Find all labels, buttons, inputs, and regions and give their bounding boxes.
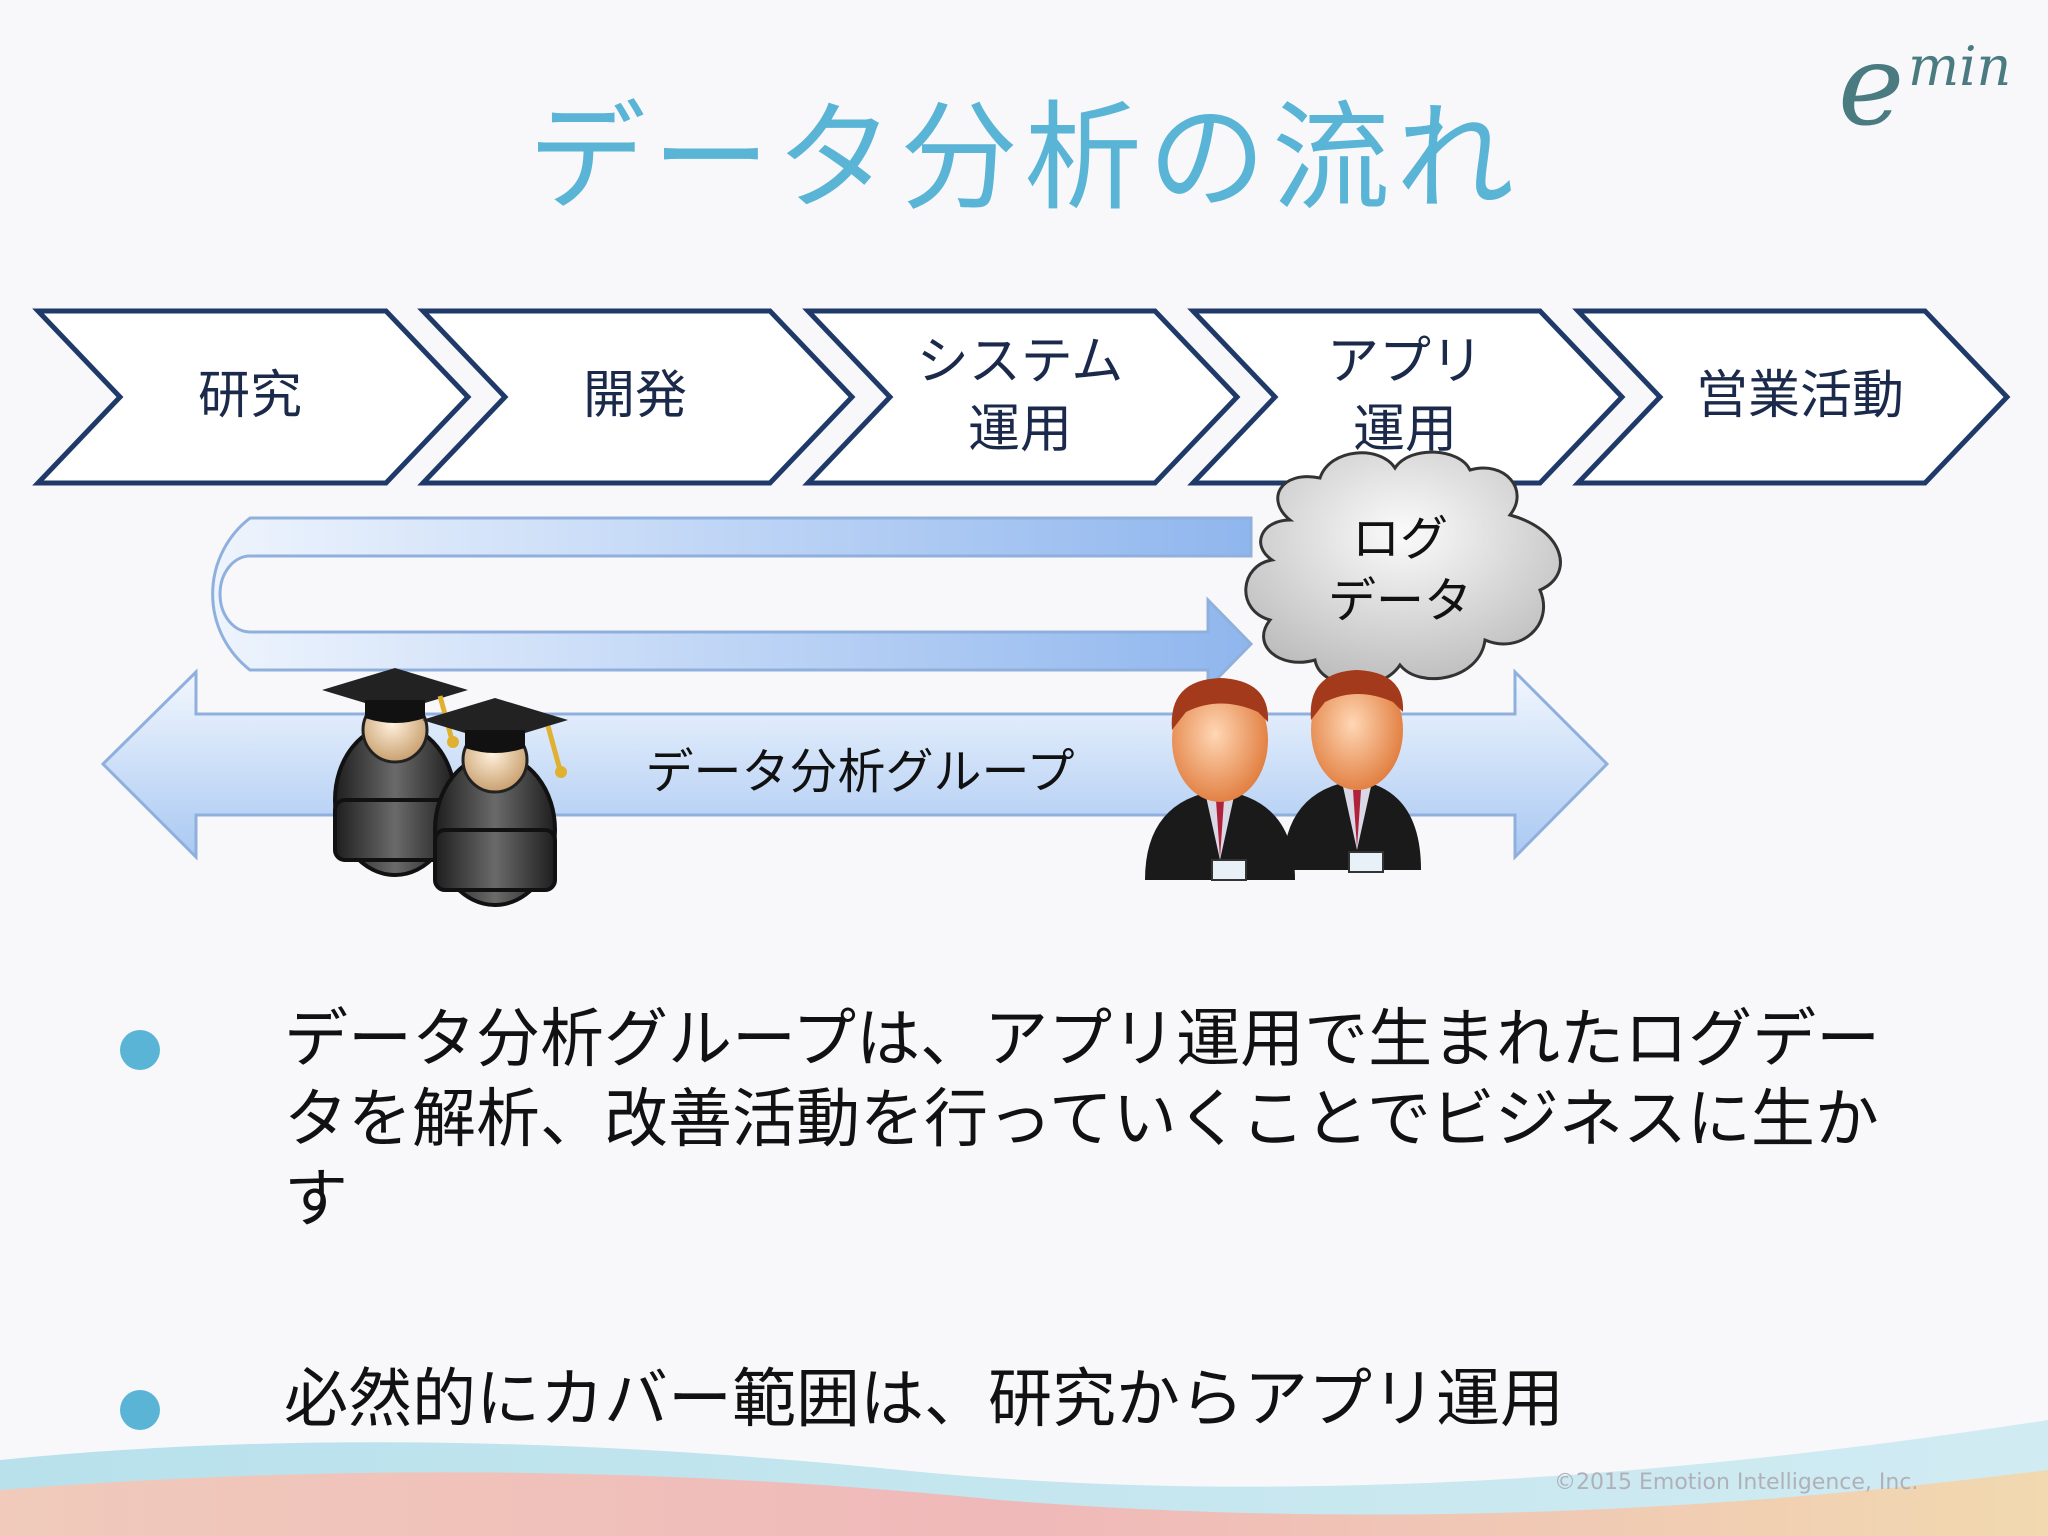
cloud-label: ログ データ — [1327, 511, 1472, 630]
chevron-step-2 — [417, 308, 856, 486]
bullet-dot — [120, 1390, 160, 1430]
logo-text-min: min — [1908, 35, 2012, 98]
chevron-step-3 — [802, 308, 1241, 486]
group-label: データ分析グループ — [645, 744, 1075, 800]
bullet-dot — [120, 1030, 160, 1070]
bullet-text: 必然的にカバー範囲は、研究からアプリ運用 — [284, 1363, 1564, 1437]
log-data-cloud — [1244, 450, 1562, 687]
businessman-icon — [1145, 678, 1295, 881]
step-label-development: 開発 — [582, 366, 687, 427]
bullet-item: 必然的にカバー範囲は、研究からアプリ運用 — [120, 1360, 1924, 1440]
chevron-step-5 — [1572, 308, 2011, 486]
bullet-item: データ分析グループは、アプリ運用で生まれたログデータを解析、改善活動を行っていく… — [120, 1000, 1924, 1240]
copyright-text: ©2015 Emotion Intelligence, Inc. — [1554, 1470, 1919, 1495]
emin-logo: e min — [1838, 30, 2028, 142]
bullet-text: データ分析グループは、アプリ運用で生まれたログデータを解析、改善活動を行っていく… — [284, 1003, 1881, 1237]
bottom-decoration — [0, 1420, 2048, 1536]
feedback-uturn-arrow — [211, 516, 1254, 692]
logo-letter-e: e — [1838, 21, 1905, 151]
step-label-sales: 営業活動 — [1695, 366, 1904, 427]
businessman-icon — [1283, 670, 1421, 873]
process-chevrons — [32, 308, 2011, 486]
slide-title: データ分析の流れ — [527, 89, 1520, 227]
step-label-app-operation: アプリ 運用 — [1326, 332, 1483, 460]
step-label-research: 研究 — [197, 366, 302, 427]
step-label-system-operation: システム 運用 — [916, 332, 1124, 460]
chevron-step-1 — [32, 308, 472, 486]
graduate-person-icon — [422, 698, 568, 907]
chevron-step-4 — [1187, 308, 1626, 486]
graduate-person-icon — [322, 668, 468, 877]
